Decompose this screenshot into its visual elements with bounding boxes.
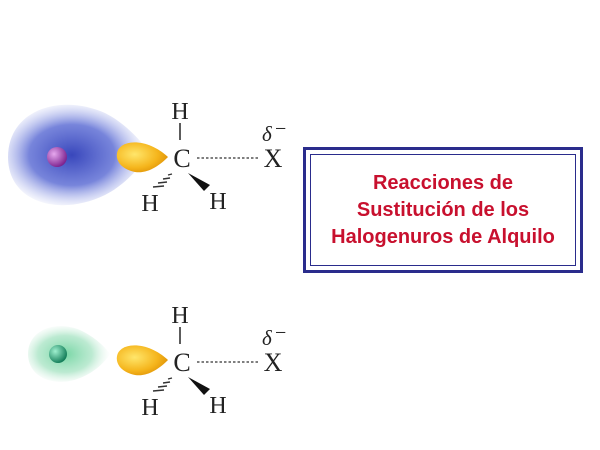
halogen-label: X (264, 348, 283, 377)
title-line-2: Sustitución de los (356, 198, 530, 221)
wedge-bond-c-h-right (188, 377, 210, 395)
hydrogen-right-label: H (209, 189, 226, 215)
title-line-3: Halogenuros de Alquilo (331, 225, 555, 248)
carbon-orbital-lobe (116, 142, 168, 173)
molecule-diagram-svg: H C X H H δ − (8, 99, 286, 217)
partial-charge-sign: − (275, 118, 286, 140)
hashed-bond-c-h-left (152, 173, 173, 188)
carbon-label: C (173, 348, 190, 377)
carbon-orbital-lobe (116, 345, 168, 376)
nucleophile-atom (47, 147, 67, 167)
molecule-diagram-svg: H C X H H δ − (28, 303, 286, 421)
partial-charge-delta: δ (262, 326, 273, 350)
hydrogen-left-label: H (141, 395, 158, 421)
nucleophile-atom (49, 345, 67, 363)
hashed-bond-c-h-left (152, 377, 173, 392)
partial-charge-sign: − (275, 322, 286, 344)
hydrogen-top-label: H (171, 99, 188, 125)
carbon-label: C (173, 144, 190, 173)
nucleophile-attack-diagram-bottom: H C X H H δ − (0, 292, 300, 442)
partial-charge-delta: δ (262, 122, 273, 146)
hydrogen-top-label: H (171, 303, 188, 329)
halogen-label: X (264, 144, 283, 173)
hydrogen-left-label: H (141, 191, 158, 217)
wedge-bond-c-h-right (188, 173, 210, 191)
title-line-1: Reacciones de (372, 171, 514, 194)
nucleophile-attack-diagram-top: H C X H H δ − (0, 85, 300, 235)
electron-cloud (28, 326, 110, 382)
electron-cloud (8, 104, 150, 206)
title-inner-frame: Reacciones de Sustitución de los Halogen… (310, 154, 576, 266)
hydrogen-right-label: H (209, 393, 226, 419)
title-box: Reacciones de Sustitución de los Halogen… (303, 147, 583, 273)
